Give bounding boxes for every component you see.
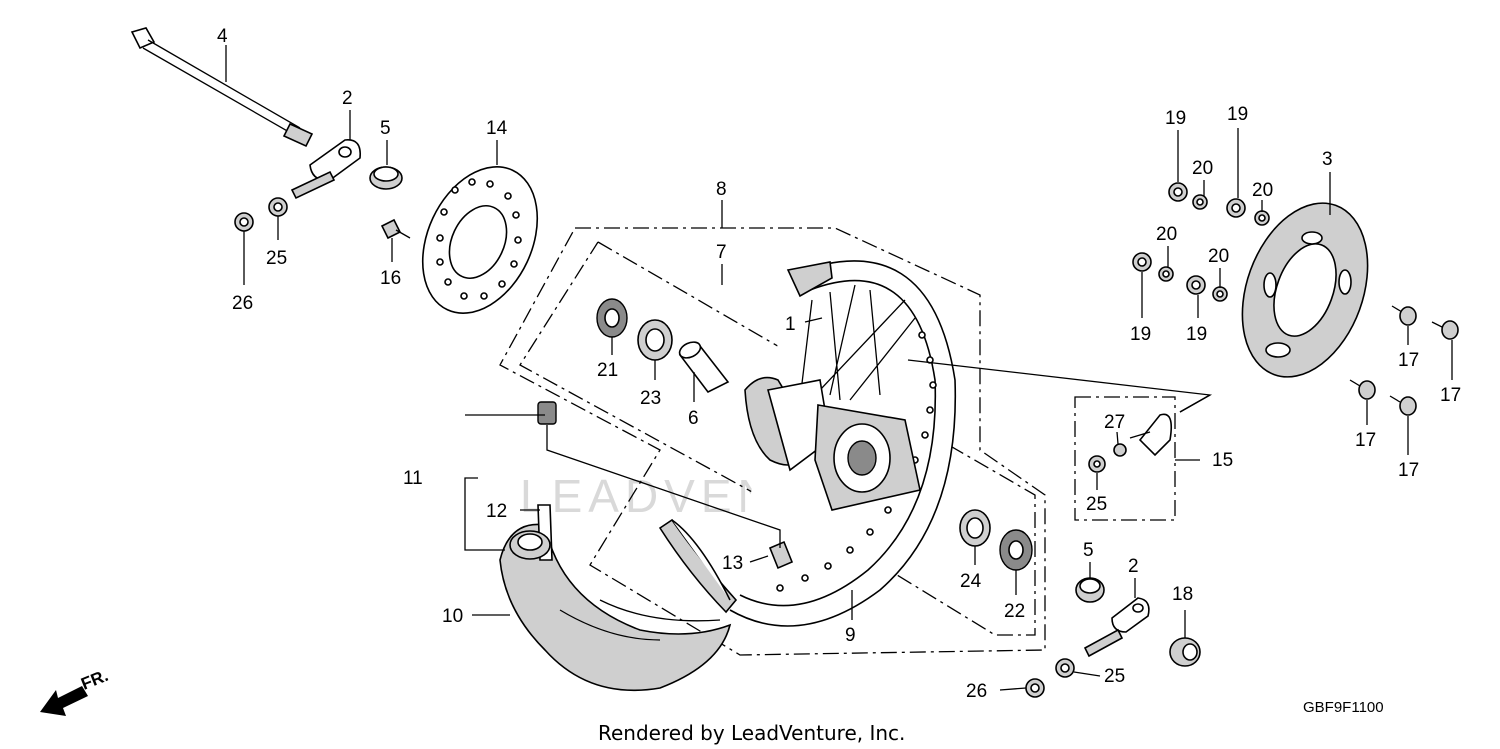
nut-25-right bbox=[1055, 658, 1075, 678]
callout-19-bottom-b: 19 bbox=[1186, 324, 1207, 345]
callout-6: 6 bbox=[688, 408, 699, 429]
callout-labels: 4 2 5 14 25 16 26 8 7 1 21 23 6 9 24 22 … bbox=[217, 26, 1461, 702]
distance-collar bbox=[678, 341, 730, 394]
callout-7: 7 bbox=[716, 242, 727, 263]
washer-27 bbox=[1113, 443, 1127, 457]
callout-20-a: 20 bbox=[1192, 158, 1213, 179]
callout-13: 13 bbox=[722, 553, 743, 574]
chain-adjuster-left bbox=[290, 139, 362, 200]
callout-12: 12 bbox=[486, 501, 507, 522]
oil-seal-23 bbox=[637, 319, 673, 361]
callout-20-c: 20 bbox=[1156, 224, 1177, 245]
arrow-icon bbox=[40, 686, 88, 716]
callout-10: 10 bbox=[442, 606, 463, 627]
sprocket-nut-19b bbox=[1226, 198, 1246, 218]
sprocket-washer-20c bbox=[1158, 266, 1174, 282]
callout-23: 23 bbox=[640, 388, 661, 409]
inner-tube bbox=[509, 530, 551, 560]
brake-disc bbox=[421, 166, 539, 314]
valve-cap bbox=[537, 401, 557, 425]
diagram-code: GBF9F1100 bbox=[1303, 699, 1384, 716]
front-label: FR. bbox=[78, 666, 111, 694]
callout-21: 21 bbox=[597, 360, 618, 381]
callout-27: 27 bbox=[1104, 412, 1125, 433]
callout-14: 14 bbox=[486, 118, 508, 139]
leader-lines bbox=[225, 45, 1453, 691]
sprocket-bolt-17c bbox=[1349, 379, 1376, 400]
callout-17-d: 17 bbox=[1398, 460, 1419, 481]
callout-19-top-a: 19 bbox=[1165, 108, 1186, 129]
callout-5-right: 5 bbox=[1083, 540, 1094, 561]
callout-24: 24 bbox=[960, 571, 982, 592]
callout-19-top-b: 19 bbox=[1227, 104, 1248, 125]
hub-assembly-outline bbox=[519, 241, 1036, 636]
sprocket-guard bbox=[1129, 413, 1173, 457]
nut-26-right bbox=[1025, 678, 1045, 698]
bearing-21 bbox=[596, 298, 628, 338]
nut-26-left bbox=[234, 212, 254, 232]
callout-20-b: 20 bbox=[1252, 180, 1273, 201]
nut-25-guard bbox=[1088, 455, 1106, 473]
callout-5-left: 5 bbox=[380, 118, 391, 139]
callout-15: 15 bbox=[1212, 450, 1233, 471]
sprocket-washer-20d bbox=[1212, 286, 1228, 302]
footer-credit: Rendered by LeadVenture, Inc. bbox=[598, 721, 905, 745]
sprocket-washer-20b bbox=[1254, 210, 1270, 226]
callout-25-left: 25 bbox=[266, 248, 287, 269]
collar-right bbox=[1075, 577, 1105, 603]
callout-2-right: 2 bbox=[1128, 556, 1139, 577]
callout-11: 11 bbox=[403, 468, 423, 489]
spokes bbox=[799, 284, 916, 401]
callout-8: 8 bbox=[716, 179, 727, 200]
front-direction-arrow: FR. bbox=[40, 666, 111, 716]
sprocket-bolt-17b bbox=[1431, 320, 1459, 340]
chain-adjuster-right bbox=[1083, 597, 1150, 658]
wheel-assembly-outline bbox=[499, 227, 1046, 656]
wheel-hub bbox=[744, 376, 921, 511]
callout-17-c: 17 bbox=[1355, 430, 1376, 451]
callout-25-right: 25 bbox=[1104, 666, 1125, 687]
callout-1: 1 bbox=[785, 314, 796, 335]
bolt-16 bbox=[380, 218, 411, 240]
callout-4: 4 bbox=[217, 26, 228, 47]
callout-16: 16 bbox=[380, 268, 401, 289]
sprocket-bolt-17d bbox=[1389, 395, 1417, 416]
sprocket-nut-19c bbox=[1132, 252, 1152, 272]
callout-26-left: 26 bbox=[232, 293, 253, 314]
nut-25-left bbox=[268, 197, 288, 217]
callout-22: 22 bbox=[1004, 601, 1025, 622]
bearing-22 bbox=[999, 529, 1033, 571]
rear-sprocket bbox=[1241, 202, 1369, 378]
rim-lock bbox=[768, 540, 794, 570]
sprocket-guard-outline bbox=[1074, 396, 1176, 521]
collar-left bbox=[369, 166, 403, 190]
callout-20-d: 20 bbox=[1208, 246, 1229, 267]
bearing-24 bbox=[959, 509, 991, 547]
axle-nut bbox=[1169, 637, 1201, 667]
sprocket-nut-19a bbox=[1168, 182, 1188, 202]
callout-18: 18 bbox=[1172, 584, 1193, 605]
callout-25-guard: 25 bbox=[1086, 494, 1107, 515]
sprocket-bolt-17a bbox=[1391, 305, 1417, 326]
callout-26-right: 26 bbox=[966, 681, 987, 702]
callout-17-a: 17 bbox=[1398, 350, 1419, 371]
axle bbox=[130, 27, 314, 148]
callout-2-left: 2 bbox=[342, 88, 353, 109]
sprocket-washer-20a bbox=[1192, 194, 1208, 210]
callout-9: 9 bbox=[845, 625, 856, 646]
sprocket-nut-19d bbox=[1186, 275, 1206, 295]
callout-19-bottom-a: 19 bbox=[1130, 324, 1151, 345]
callout-3: 3 bbox=[1322, 149, 1333, 170]
callout-17-b: 17 bbox=[1440, 385, 1461, 406]
